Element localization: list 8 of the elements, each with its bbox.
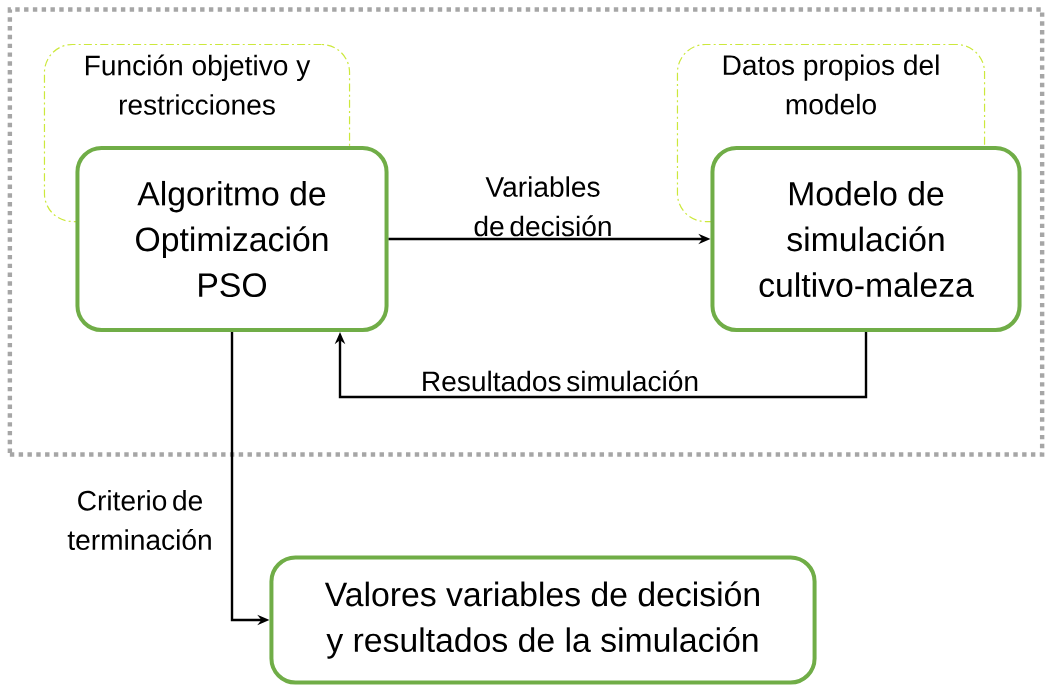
- edge-label: Criterio de terminación: [67, 490, 211, 550]
- process-box: Algoritmo de Optimización PSO: [75, 146, 389, 333]
- process-box: Valores variables de decisión y resultados de la simulación: [269, 555, 817, 685]
- edge-label: Variables de decisión: [474, 176, 611, 237]
- edge-label: Resultados simulación: [423, 370, 698, 392]
- dotted-frame: [7, 7, 1045, 457]
- process-box: Modelo de simulación cultivo-maleza: [710, 146, 1022, 333]
- arrow: [334, 332, 868, 399]
